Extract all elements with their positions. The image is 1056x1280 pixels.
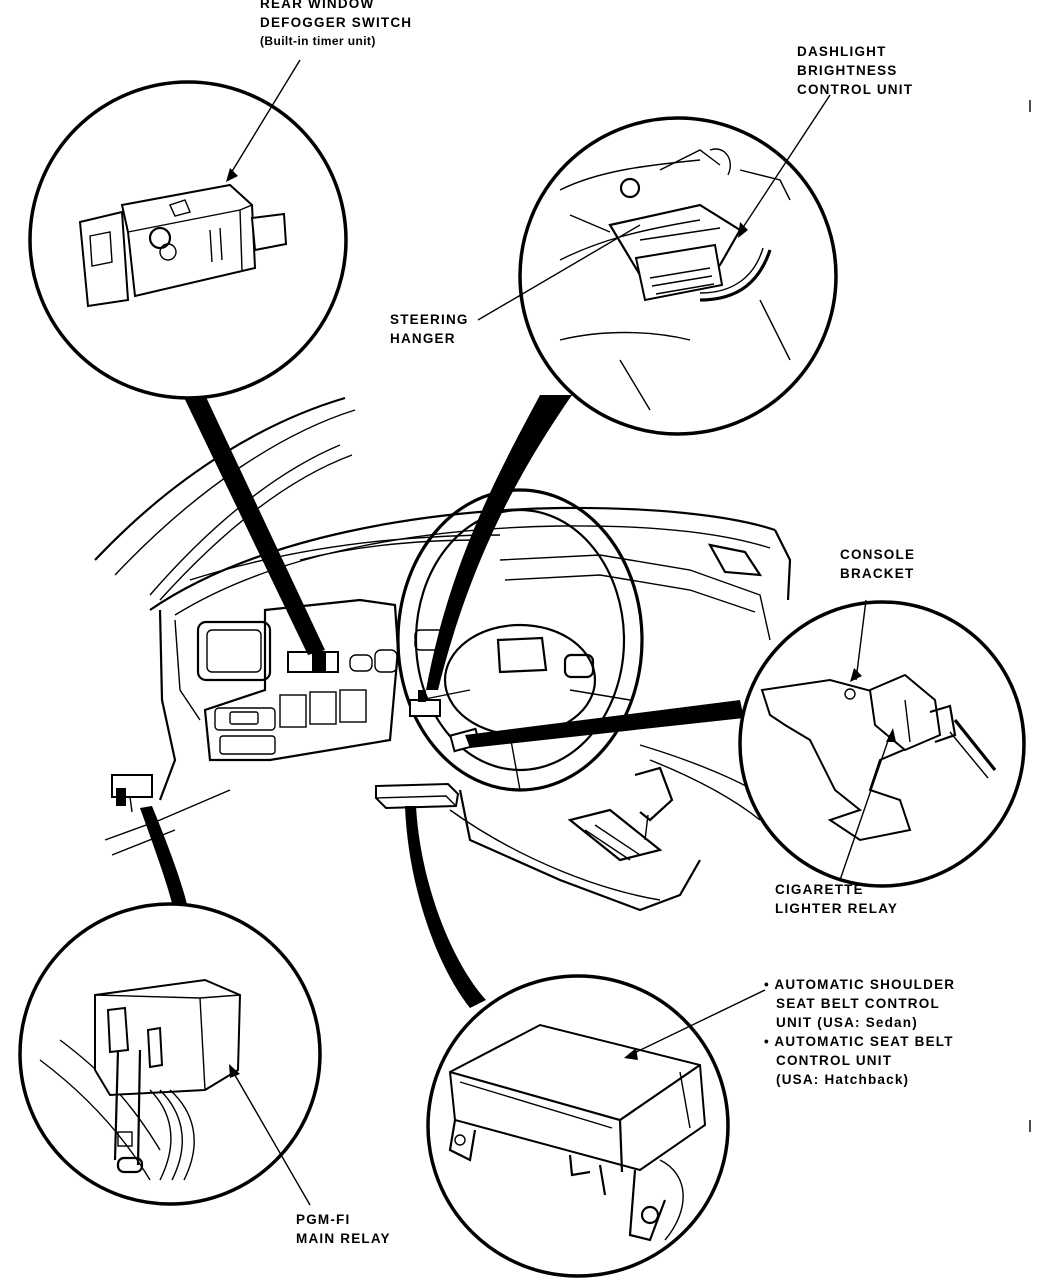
label-line: CONSOLE [840, 547, 916, 562]
label-line: UNIT (USA: Sedan) [776, 1015, 918, 1030]
label-line: CIGARETTE [775, 882, 864, 897]
label-line: SEAT BELT CONTROL [776, 996, 940, 1011]
label-line: BRIGHTNESS [797, 63, 898, 78]
callout-dashlight-control-unit [477, 94, 838, 436]
label-line: MAIN RELAY [296, 1231, 391, 1246]
label-line: CONTROL UNIT [776, 1053, 893, 1068]
label-pgm-fi-main-relay: PGM-FI MAIN RELAY [296, 1210, 391, 1248]
label-line: DASHLIGHT [797, 44, 887, 59]
label-seat-belt-control-unit: • AUTOMATIC SHOULDER SEAT BELT CONTROL U… [764, 975, 955, 1089]
callout-cigarette-lighter-relay [738, 599, 1026, 888]
callout-seat-belt-control-unit [426, 974, 766, 1278]
label-line: PGM-FI [296, 1212, 351, 1227]
label-line: LIGHTER RELAY [775, 901, 899, 916]
label-line: (USA: Hatchback) [776, 1072, 910, 1087]
callout-pgm-fi-main-relay [18, 902, 322, 1206]
label-line: (Built-in timer unit) [260, 34, 376, 48]
label-line: REAR WINDOW [260, 0, 375, 11]
label-line: CONTROL UNIT [797, 82, 914, 97]
label-console-bracket: CONSOLE BRACKET [840, 545, 915, 583]
label-cigarette-lighter-relay: CIGARETTE LIGHTER RELAY [775, 880, 898, 918]
label-line: DEFOGGER SWITCH [260, 15, 413, 30]
label-line: BRACKET [840, 566, 915, 581]
callout-leaders [140, 380, 744, 1008]
label-steering-hanger: STEERING HANGER [390, 310, 469, 348]
label-line: HANGER [390, 331, 456, 346]
callout-defogger-switch [28, 59, 348, 400]
label-line: STEERING [390, 312, 469, 327]
label-rear-window-defogger-switch: REAR WINDOW DEFOGGER SWITCH (Built-in ti… [260, 0, 412, 51]
label-line: • AUTOMATIC SEAT BELT [764, 1034, 954, 1049]
label-line: • AUTOMATIC SHOULDER [764, 977, 956, 992]
label-dashlight-brightness-control-unit: DASHLIGHT BRIGHTNESS CONTROL UNIT [797, 42, 913, 99]
